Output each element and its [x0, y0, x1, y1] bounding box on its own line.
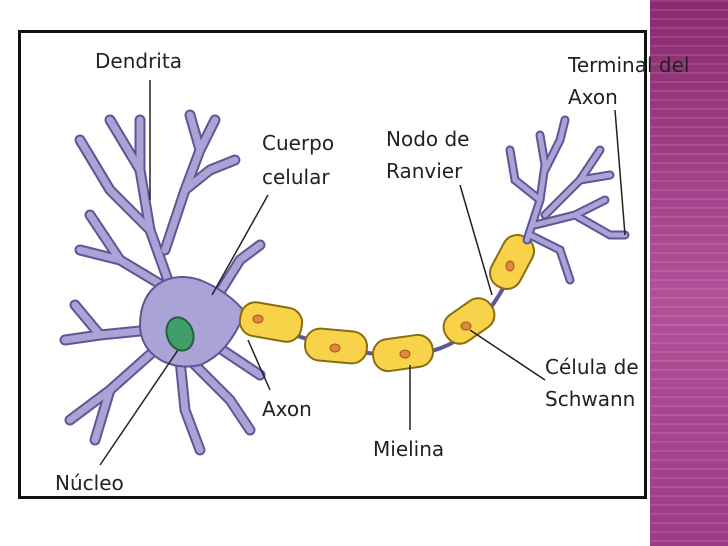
myelin-segment — [238, 301, 304, 343]
leader-axon — [247, 339, 271, 391]
label-terminal-2: Axon — [568, 85, 618, 109]
label-nodo-1: Nodo de — [386, 127, 470, 151]
label-mielina: Mielina — [373, 437, 444, 461]
leader-cuerpo — [211, 194, 269, 296]
axon-terminal — [505, 115, 630, 285]
label-schwann-1: Célula de — [545, 355, 639, 379]
schwann-nuclei — [252, 260, 515, 359]
labels: Dendrita Cuerpo celular Nodo de Ranvier … — [55, 49, 689, 495]
myelin-segment — [442, 297, 496, 345]
label-nucleo: Núcleo — [55, 471, 124, 495]
leader-schwann — [469, 329, 546, 381]
label-cuerpo-1: Cuerpo — [262, 131, 334, 155]
decorative-side-bar — [650, 0, 728, 546]
leader-lines — [99, 80, 626, 466]
leader-terminal — [614, 109, 626, 236]
label-dendrita: Dendrita — [95, 49, 182, 73]
leader-nucleo — [99, 349, 179, 466]
label-axon: Axon — [262, 397, 312, 421]
label-cuerpo-2: celular — [262, 165, 330, 189]
dendrites-fill — [61, 111, 264, 454]
label-terminal-1: Terminal del — [567, 53, 689, 77]
label-nodo-2: Ranvier — [386, 159, 463, 183]
decorative-side-stripes — [650, 0, 728, 546]
neuron-cell-body — [59, 109, 266, 456]
label-schwann-2: Schwann — [545, 387, 635, 411]
nucleus — [165, 316, 195, 352]
leader-nodo — [459, 184, 493, 296]
diagram-frame — [18, 30, 647, 499]
